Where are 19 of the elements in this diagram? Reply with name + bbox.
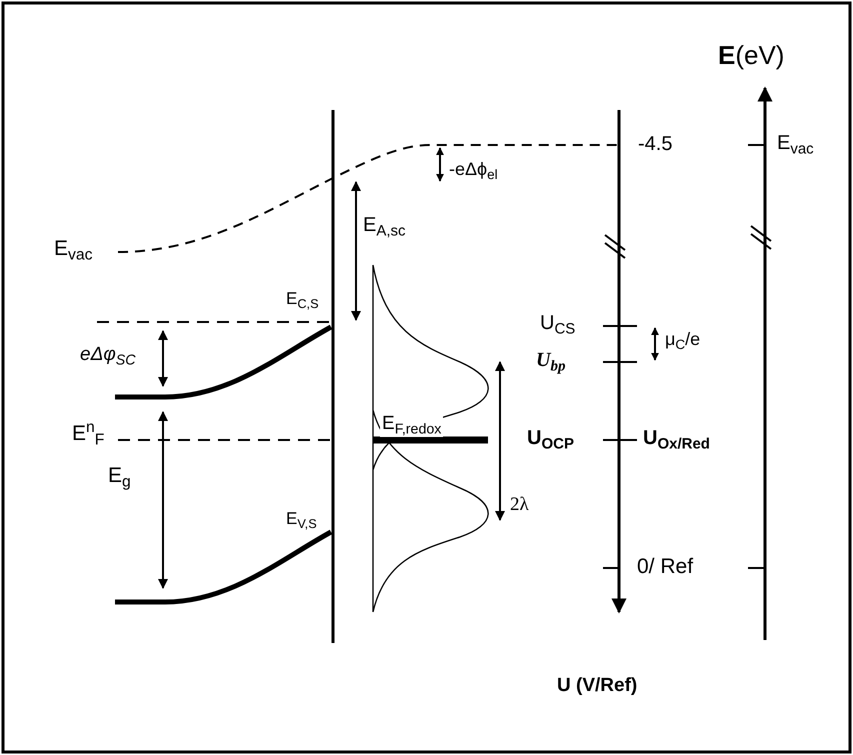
energy-label: E$_{vac}$ [54,238,93,264]
tick-label: -4.5 [638,134,672,154]
axis-title: U (V/Ref) [557,676,638,695]
axis-title: E(eV) [718,42,784,68]
energy-label: E$_{V,S}$ [286,510,317,531]
tick-label: U$_{bp}$ [536,350,566,374]
energy-label: E$_{g}$ [108,465,131,490]
energy-label: μ$_{C}$/e [665,330,700,352]
tick-label: U$_{OCP}$ [527,428,574,452]
tick-label: 0/ Ref [637,556,694,577]
energy-label: E$_{F,redox}$ [380,414,444,437]
energy-label: E$_{C,S}$ [286,290,319,311]
energy-label: eΔφ$_{SC}$ [80,345,136,368]
energy-label: 2λ [510,495,529,514]
tick-label: U$_{CS}$ [540,313,576,336]
energy-label: E$_{vac}$ [777,133,814,156]
tick-label: U$_{Ox/Red}$ [643,428,710,452]
energy-label: E$_{A,sc}$ [363,215,406,238]
energy-label: -eΔϕ$_{el}$ [449,160,498,182]
